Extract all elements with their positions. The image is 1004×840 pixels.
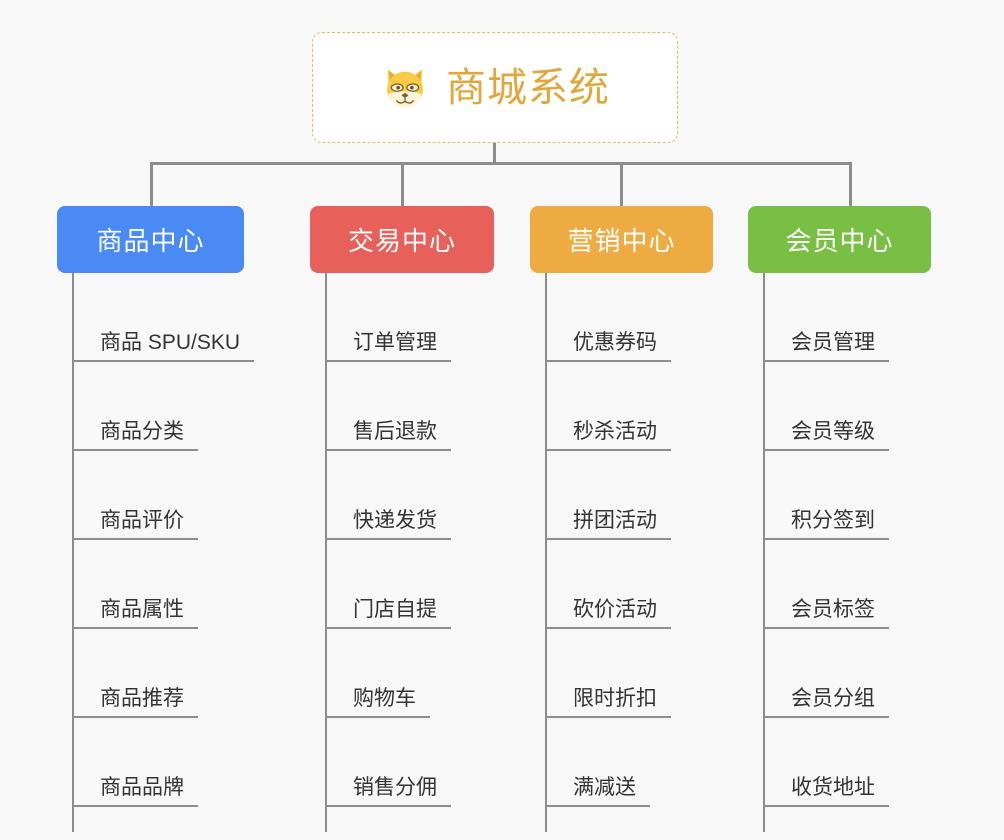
connector-spine-2 bbox=[325, 273, 327, 832]
leaf-label: 积分签到 bbox=[763, 509, 889, 540]
leaf-item[interactable]: 会员等级 bbox=[763, 362, 993, 451]
leaf-label: 会员标签 bbox=[763, 598, 889, 629]
leaf-label: 限时折扣 bbox=[545, 687, 671, 718]
leaf-label: 会员管理 bbox=[763, 331, 889, 362]
leaf-label: 满减送 bbox=[545, 776, 650, 807]
leaf-label: 销售分佣 bbox=[325, 776, 451, 807]
shiba-dog-icon bbox=[387, 68, 423, 108]
branch-marketing-center: 营销中心 优惠券码 秒杀活动 拼团活动 砍价活动 限时折扣 满减送 bbox=[530, 206, 713, 832]
branch-product-center: 商品中心 商品 SPU/SKU 商品分类 商品评价 商品属性 商品推荐 商品品牌 bbox=[57, 206, 255, 832]
branch-label-3: 营销中心 bbox=[567, 226, 676, 256]
leaf-label: 收货地址 bbox=[763, 776, 889, 807]
leaf-item[interactable]: 商品分类 bbox=[72, 362, 302, 451]
leaf-item[interactable]: 商品品牌 bbox=[72, 718, 302, 807]
leaf-item[interactable]: 门店自提 bbox=[325, 540, 555, 629]
leaf-item[interactable]: 砍价活动 bbox=[545, 540, 775, 629]
connector-spine-1 bbox=[72, 273, 74, 832]
leaf-label: 商品 SPU/SKU bbox=[72, 331, 255, 362]
leaf-item[interactable]: 优惠券码 bbox=[545, 273, 775, 362]
leaf-label: 商品品牌 bbox=[72, 776, 198, 807]
leaf-label: 秒杀活动 bbox=[545, 420, 671, 451]
leaf-list-2: 订单管理 售后退款 快递发货 门店自提 购物车 销售分佣 bbox=[325, 273, 555, 807]
leaf-item[interactable]: 订单管理 bbox=[325, 273, 555, 362]
leaf-item[interactable]: 秒杀活动 bbox=[545, 362, 775, 451]
leaf-list-1: 商品 SPU/SKU 商品分类 商品评价 商品属性 商品推荐 商品品牌 bbox=[72, 273, 302, 807]
connector-spine-3 bbox=[545, 273, 547, 832]
leaf-label: 商品分类 bbox=[72, 420, 198, 451]
leaf-item[interactable]: 销售分佣 bbox=[325, 718, 555, 807]
leaf-list-4: 会员管理 会员等级 积分签到 会员标签 会员分组 收货地址 bbox=[763, 273, 993, 807]
branch-header-1[interactable]: 商品中心 bbox=[57, 206, 244, 273]
branch-header-4[interactable]: 会员中心 bbox=[748, 206, 931, 273]
branch-member-center: 会员中心 会员管理 会员等级 积分签到 会员标签 会员分组 收货地址 bbox=[748, 206, 931, 832]
connector-horizontal-bar bbox=[150, 162, 852, 165]
leaf-item[interactable]: 会员管理 bbox=[763, 273, 993, 362]
leaf-item[interactable]: 商品属性 bbox=[72, 540, 302, 629]
leaf-label: 会员等级 bbox=[763, 420, 889, 451]
connector-drop-2 bbox=[401, 162, 404, 208]
leaf-item[interactable]: 售后退款 bbox=[325, 362, 555, 451]
leaf-label: 商品推荐 bbox=[72, 687, 198, 718]
leaf-item[interactable]: 积分签到 bbox=[763, 451, 993, 540]
connector-drop-4 bbox=[849, 162, 852, 208]
leaf-label: 快递发货 bbox=[325, 509, 451, 540]
branch-label-2: 交易中心 bbox=[347, 226, 456, 256]
leaf-item[interactable]: 收货地址 bbox=[763, 718, 993, 807]
leaf-label: 商品属性 bbox=[72, 598, 198, 629]
branch-label-1: 商品中心 bbox=[96, 226, 205, 256]
leaf-list-3: 优惠券码 秒杀活动 拼团活动 砍价活动 限时折扣 满减送 bbox=[545, 273, 775, 807]
leaf-label: 拼团活动 bbox=[545, 509, 671, 540]
connector-root-stem bbox=[493, 143, 496, 165]
leaf-label: 购物车 bbox=[325, 687, 430, 718]
leaf-item[interactable]: 会员标签 bbox=[763, 540, 993, 629]
root-title: 商城系统 bbox=[446, 65, 610, 110]
connector-drop-1 bbox=[150, 162, 153, 208]
leaf-item[interactable]: 会员分组 bbox=[763, 629, 993, 718]
leaf-label: 砍价活动 bbox=[545, 598, 671, 629]
leaf-label: 订单管理 bbox=[325, 331, 451, 362]
connector-drop-3 bbox=[620, 162, 623, 208]
leaf-item[interactable]: 商品 SPU/SKU bbox=[72, 273, 302, 362]
branch-header-2[interactable]: 交易中心 bbox=[310, 206, 494, 273]
leaf-label: 会员分组 bbox=[763, 687, 889, 718]
leaf-label: 优惠券码 bbox=[545, 331, 671, 362]
connector-spine-4 bbox=[763, 273, 765, 832]
leaf-item[interactable]: 商品推荐 bbox=[72, 629, 302, 718]
branch-label-4: 会员中心 bbox=[785, 226, 894, 256]
branch-trade-center: 交易中心 订单管理 售后退款 快递发货 门店自提 购物车 销售分佣 bbox=[310, 206, 494, 832]
leaf-label: 门店自提 bbox=[325, 598, 451, 629]
leaf-item[interactable]: 快递发货 bbox=[325, 451, 555, 540]
branch-header-3[interactable]: 营销中心 bbox=[530, 206, 713, 273]
leaf-item[interactable]: 商品评价 bbox=[72, 451, 302, 540]
root-node[interactable]: 商城系统 bbox=[312, 32, 678, 143]
leaf-item[interactable]: 拼团活动 bbox=[545, 451, 775, 540]
leaf-label: 售后退款 bbox=[325, 420, 451, 451]
leaf-item[interactable]: 购物车 bbox=[325, 629, 555, 718]
leaf-item[interactable]: 限时折扣 bbox=[545, 629, 775, 718]
leaf-item[interactable]: 满减送 bbox=[545, 718, 775, 807]
leaf-label: 商品评价 bbox=[72, 509, 198, 540]
